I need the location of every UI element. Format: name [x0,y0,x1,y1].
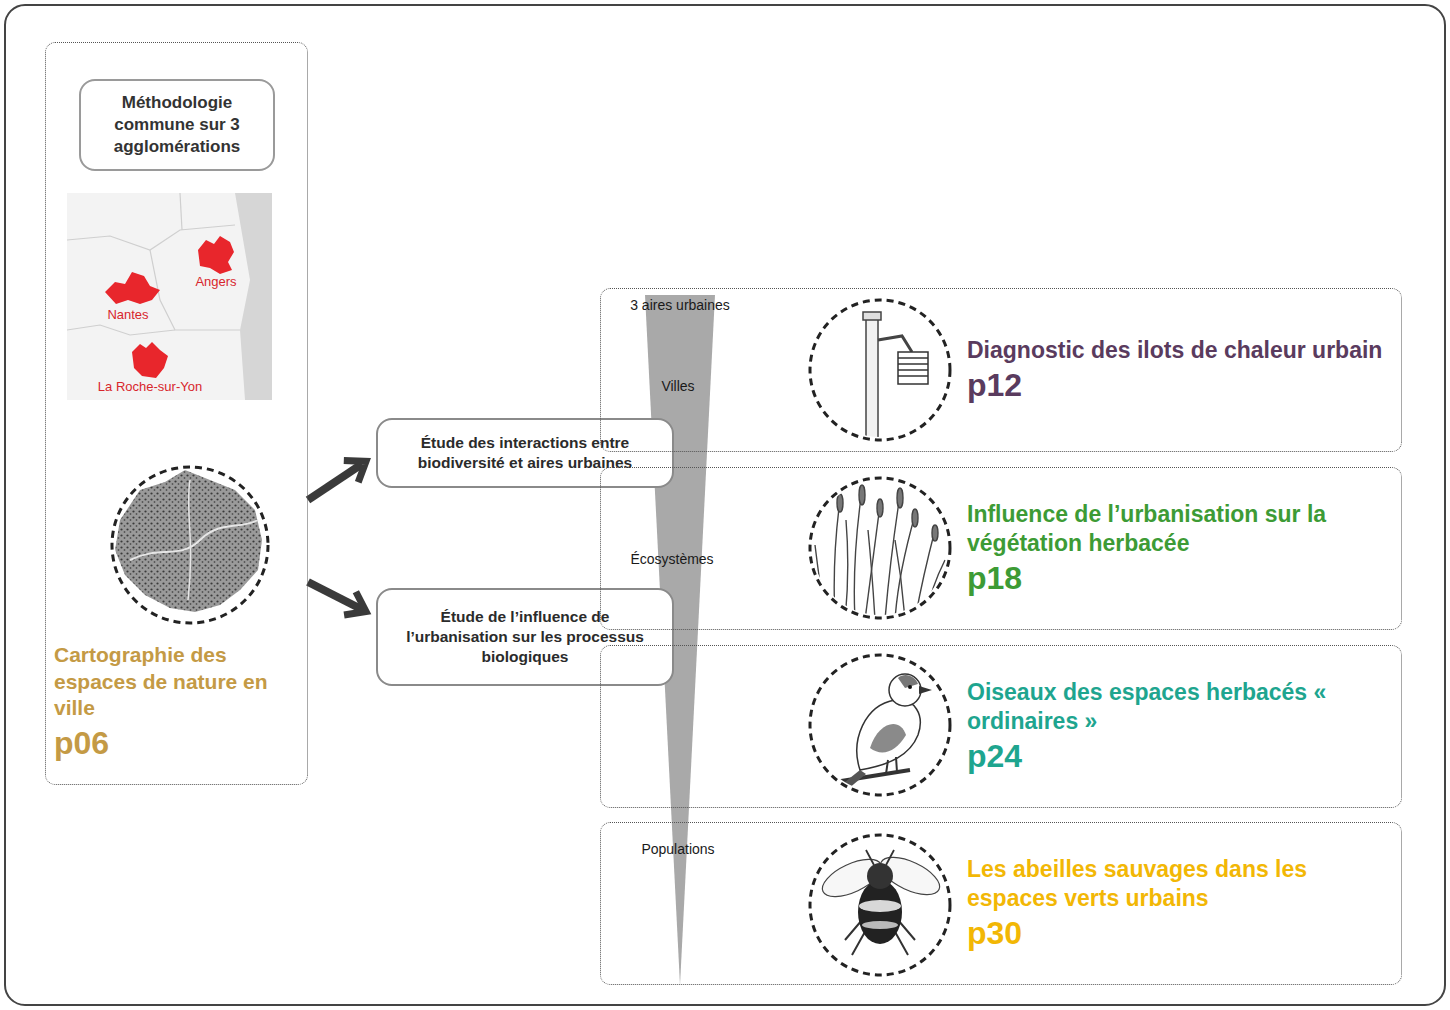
grass-figure [854,490,862,620]
bird-figure [835,674,932,794]
topic-title: Les abeilles sauvages dans les espaces v… [967,855,1393,913]
study-box: Étude de l’influence de l’urbanisation s… [376,588,674,686]
region-map [198,236,234,274]
topic-panel: Oiseaux des espaces herbacés « ordinaire… [600,645,1402,808]
study-box: Étude des interactions entre biodiversit… [376,418,674,488]
bee-figure [810,835,950,975]
grass-figure [897,488,903,508]
sensor-figure [863,312,928,453]
topic-title: Influence de l’urbanisation sur la végét… [967,500,1393,558]
region-map [67,325,175,335]
nature-map-figure [130,520,258,560]
grass-figure [925,560,945,620]
sensor-figure [898,363,928,365]
grass-figure [915,530,935,620]
nature-map-figure [112,467,268,623]
scale-label: Populations [618,841,738,857]
scale-label: Écosystèmes [612,551,732,567]
bird-figure [835,770,866,794]
bee-figure [867,863,893,889]
bird-figure [857,700,920,770]
city-label: La Roche-sur-Yon [90,380,210,395]
grass-figure [912,509,918,527]
nature-map-figure [115,470,262,612]
region-map [235,193,272,400]
connector-line [308,464,362,500]
topic-title: Oiseaux des espaces herbacés « ordinaire… [967,678,1393,736]
sensor-figure [866,318,878,453]
connector-arrow [308,582,366,615]
grass-figure [895,540,905,620]
grass-figure [932,525,938,541]
bee-figure [866,850,894,865]
bird-figure [886,757,897,774]
connector-arrow [308,461,366,500]
method-box: Méthodologie commune sur 3 agglomération… [79,79,275,171]
sensor-figure [898,357,928,359]
city-label: Nantes [100,308,156,323]
bird-figure [835,770,910,782]
bird-figure [919,686,932,694]
sensor-figure [878,336,912,352]
page-number: p12 [967,367,1393,404]
grass-figure [810,478,950,620]
sensor-figure [810,300,950,440]
sensor-figure [898,375,928,377]
bee-figure [810,835,950,975]
grass-figure [837,494,843,512]
box-text: Méthodologie commune sur 3 agglomération… [91,92,263,158]
bee-figure [859,900,901,912]
topic-panel: Influence de l’urbanisation sur la végét… [600,467,1402,630]
bee-figure [858,880,902,944]
scale-label: Villes [630,378,726,394]
nature-map-figure [112,467,268,623]
page-number: p18 [967,560,1393,597]
page-number: p30 [967,915,1393,952]
bird-figure [870,724,906,753]
bee-figure [862,921,898,929]
region-map [132,342,168,378]
page-number: p06 [54,725,301,762]
city-label: Angers [190,275,242,290]
topic-title: Diagnostic des ilots de chaleur urbain [967,336,1393,365]
grass-figure [810,478,950,618]
bee-figure [817,850,945,955]
grass-figure [868,530,875,620]
sensor-figure [863,312,881,320]
grass-figure [877,499,883,517]
arrow-head [344,461,366,483]
scale-label: 3 aires urbaines [630,297,730,313]
bird-figure [889,674,921,706]
connector-line [308,582,362,609]
nature-map-figure [115,470,262,612]
region-map [67,193,272,400]
bird-figure [898,675,918,688]
region-map [67,193,272,400]
grass-figure [859,485,865,505]
arrow-head [344,592,366,615]
panel-title: Cartographie des espaces de nature en vi… [54,642,301,721]
bird-figure [810,655,950,795]
topic-panel: Les abeilles sauvages dans les espaces v… [600,822,1402,985]
bird-figure [810,655,950,795]
sensor-figure [898,369,928,371]
box-text: Étude de l’influence de l’urbanisation s… [390,607,660,667]
outer-frame [5,5,1445,1005]
map-panel: Cartographie des espaces de nature en vi… [45,42,308,785]
sensor-figure [810,300,950,453]
grass-figure [845,520,848,620]
region-map [105,272,160,304]
grass-figure [895,515,915,620]
bird-figure [908,685,912,689]
sensor-figure [898,352,928,384]
region-map [180,193,182,230]
nature-map-figure [188,480,191,600]
grass-figure [865,505,880,620]
page-number: p24 [967,738,1393,775]
